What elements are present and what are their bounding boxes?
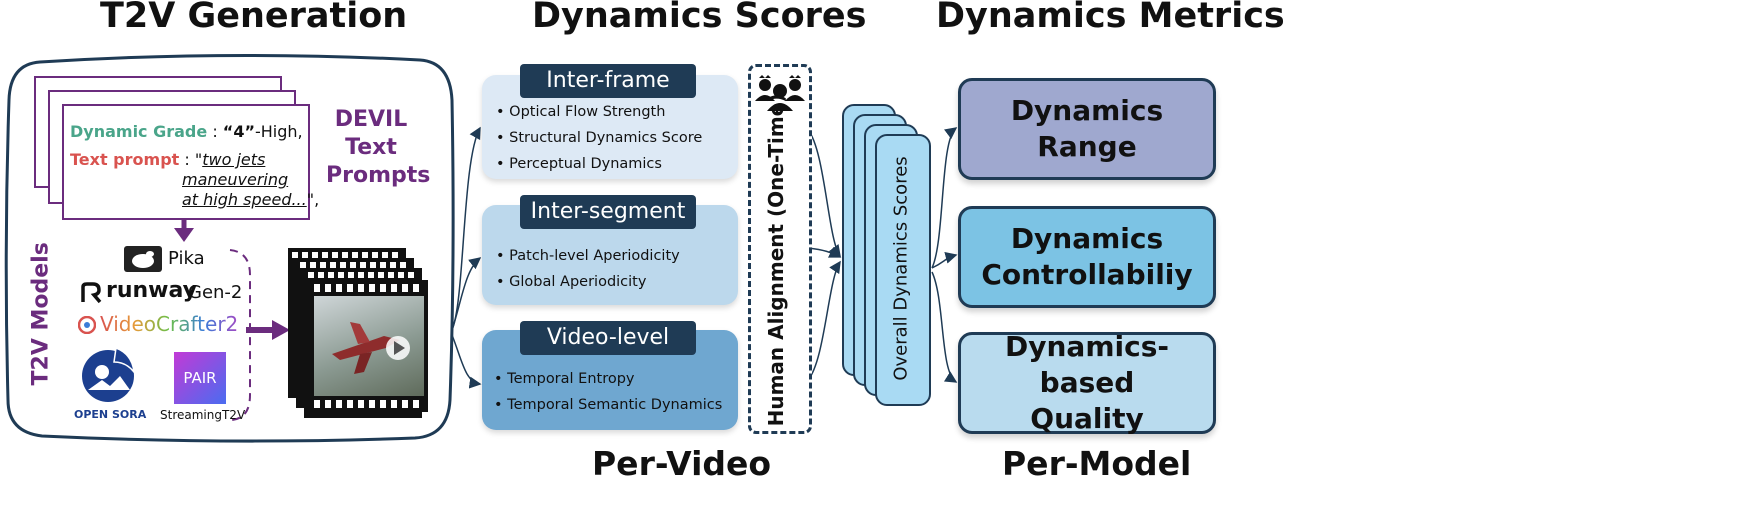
prompt-card-front: Dynamic Grade : “4”-High, Text prompt : … xyxy=(62,104,319,220)
heading-dynamics-metrics: Dynamics Metrics xyxy=(936,0,1285,36)
score-global-aperiodicity: Global Aperiodicity xyxy=(496,269,680,295)
human-alignment-box xyxy=(748,64,812,434)
footer-per-model: Per-Model xyxy=(1002,444,1192,483)
model-runway-gen2: Gen-2 xyxy=(188,282,243,303)
overall-scores-label: Overall Dynamics Scores xyxy=(890,156,912,381)
metric-quality-line1: Dynamics-based xyxy=(1005,330,1169,399)
score-perceptual-dynamics: Perceptual Dynamics xyxy=(496,151,702,177)
metric-control-line1: Dynamics xyxy=(1010,222,1164,255)
arrow-ha-1 xyxy=(807,129,841,258)
devil-line-3: Prompts xyxy=(326,163,431,188)
arrow-to-range xyxy=(931,127,958,269)
metric-range-line2: Range xyxy=(1037,130,1137,163)
inter-frame-title: Inter-frame xyxy=(520,64,696,98)
prompt-line-3: at high speed... xyxy=(182,190,307,209)
score-patch-aperiodicity: Patch-level Aperiodicity xyxy=(496,243,680,269)
grade-value: “4” xyxy=(222,122,255,141)
arrow-to-controllability xyxy=(931,251,958,269)
model-opensora: OPEN SORA xyxy=(74,408,147,421)
score-optical-flow: Optical Flow Strength xyxy=(496,99,702,125)
metric-control-line2: Controllabiliy xyxy=(981,258,1193,291)
pair-logo-text: PAIR xyxy=(183,369,217,387)
pika-logo-icon xyxy=(124,246,162,272)
human-alignment-label: Human Alignment (One-Time) xyxy=(764,93,788,427)
prompt-label: Text prompt xyxy=(70,150,180,169)
plane-icon xyxy=(332,322,410,374)
model-pika: Pika xyxy=(168,248,205,269)
grade-label: Dynamic Grade xyxy=(70,122,208,141)
devil-line-1: DEVIL xyxy=(334,107,408,132)
model-runway: runway xyxy=(106,278,198,303)
prompt-line-1: two jets xyxy=(202,150,266,169)
video-thumbnail xyxy=(314,296,424,396)
prompt-close: ", xyxy=(306,190,320,209)
model-videocrafter: VideoCrafter2 xyxy=(100,312,239,336)
arrow-to-inter-segment xyxy=(451,257,482,331)
runway-logo-icon xyxy=(80,282,102,304)
arrow-to-quality xyxy=(931,271,958,383)
opensora-logo-icon xyxy=(80,344,140,404)
devil-line-2: Text xyxy=(345,135,397,160)
grade-sep: : xyxy=(207,122,223,141)
prompt-sep: : " xyxy=(179,150,203,169)
model-streamingt2v: StreamingT2V xyxy=(160,408,246,422)
t2v-models-label: T2V Models xyxy=(28,242,54,386)
heading-t2v-generation: T2V Generation xyxy=(100,0,408,36)
score-temporal-entropy: Temporal Entropy xyxy=(494,366,722,392)
arrow-to-video-level xyxy=(451,334,482,389)
score-structural-dynamics: Structural Dynamics Score xyxy=(496,125,702,151)
devil-text-prompts-label: DEVIL Text Prompts xyxy=(326,106,431,190)
metric-quality-line2: Quality xyxy=(1030,402,1144,435)
heading-dynamics-scores: Dynamics Scores xyxy=(532,0,867,36)
overall-card-front xyxy=(875,134,931,406)
metric-range-line1: Dynamics xyxy=(1010,94,1164,127)
human-users-icon xyxy=(755,75,805,111)
film-frame-front xyxy=(310,280,428,412)
grade-suffix: -High, xyxy=(254,122,303,141)
video-level-title: Video-level xyxy=(520,321,696,355)
arrow-ha-3 xyxy=(807,260,841,381)
score-temporal-semantic: Temporal Semantic Dynamics xyxy=(494,392,722,418)
t2v-container-border xyxy=(4,53,455,443)
arrow-to-inter-frame xyxy=(451,126,481,331)
pair-logo-icon: PAIR xyxy=(174,352,226,404)
footer-per-video: Per-Video xyxy=(592,444,772,483)
prompt-line-2: maneuvering xyxy=(182,170,289,189)
arrow-ha-2 xyxy=(807,246,842,258)
videocrafter-logo-icon xyxy=(77,315,97,335)
inter-segment-title: Inter-segment xyxy=(520,195,696,229)
